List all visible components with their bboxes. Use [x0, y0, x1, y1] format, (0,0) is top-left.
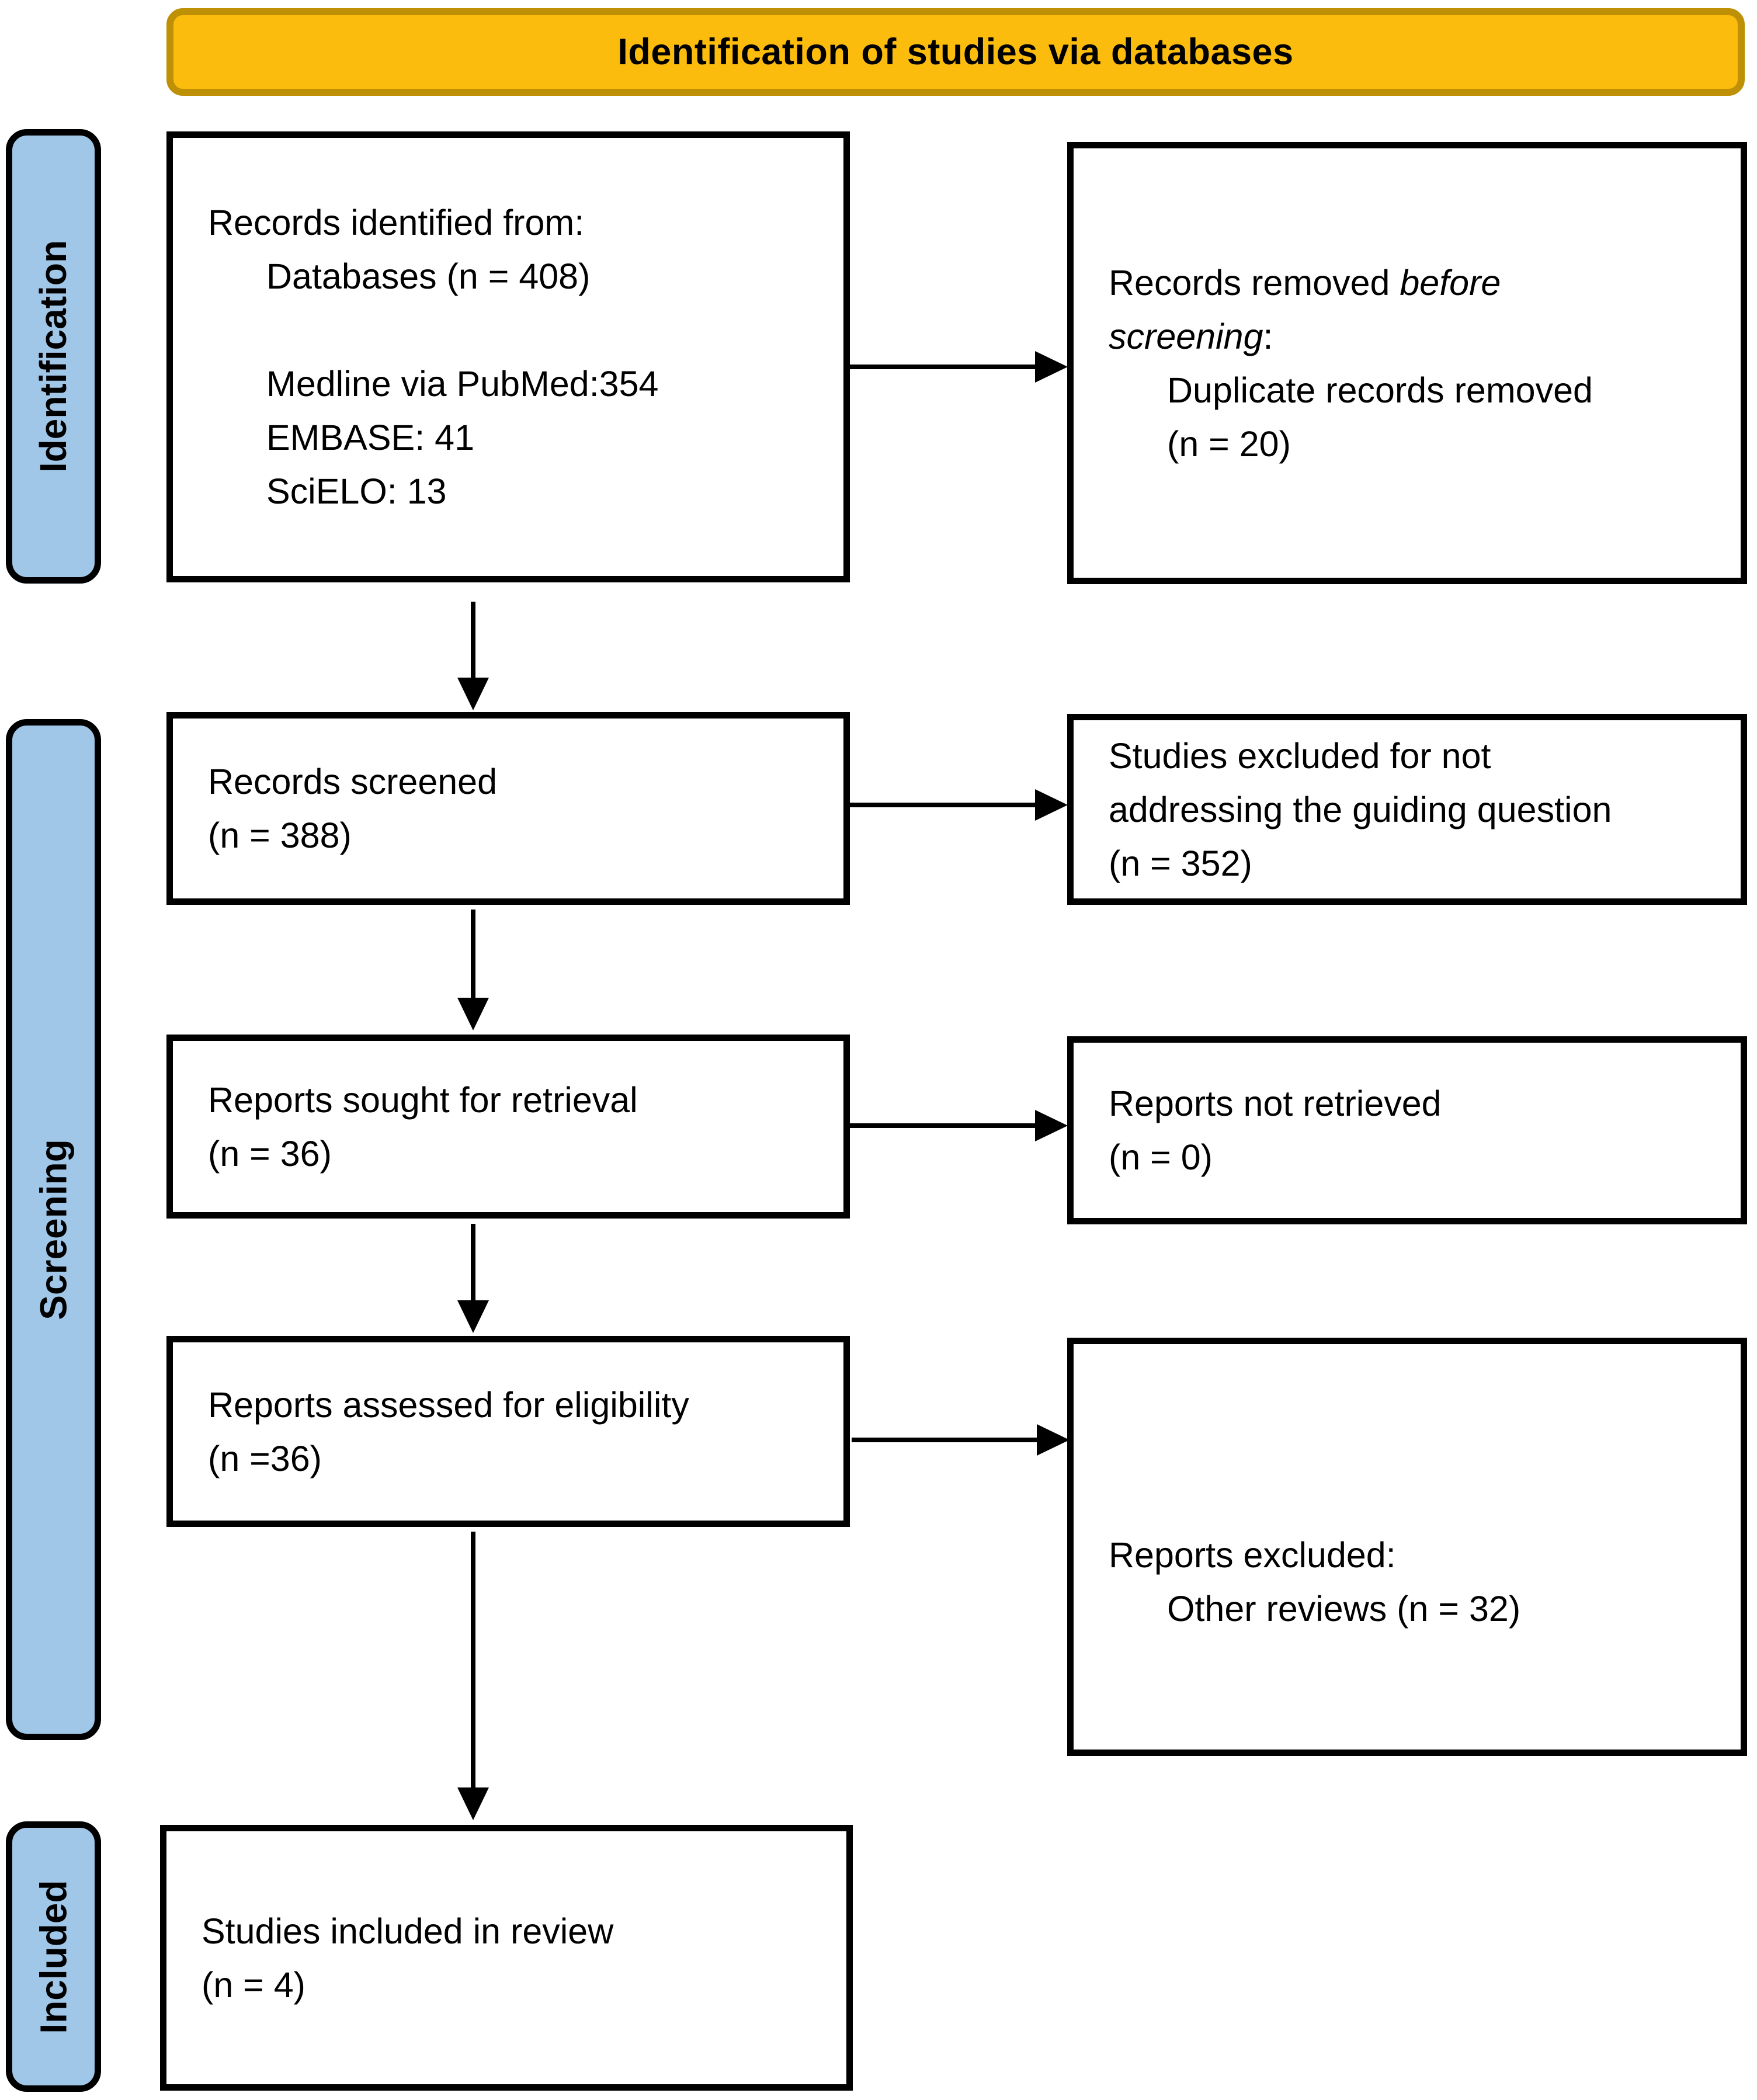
box-text-line: (n =36) — [208, 1438, 322, 1478]
arrow-head-icon — [457, 1787, 489, 1820]
phase-banner: Identification of studies via databases — [166, 8, 1745, 96]
box-text-line: Records identified from: — [208, 203, 585, 242]
arrow-head-icon — [457, 1300, 489, 1333]
box-reports-assessed-for-eligibility: Reports assessed for eligibility (n =36) — [166, 1336, 850, 1527]
arrow-head-icon — [1035, 789, 1068, 821]
box-text-line: (n = 4) — [202, 1964, 305, 2005]
arrow-head-icon — [1035, 351, 1068, 383]
box-text-line: (n = 20) — [1167, 424, 1291, 464]
box-reports-sought-for-retrieval: Reports sought for retrieval (n = 36) — [166, 1035, 850, 1219]
box-text-line: Studies excluded for not — [1109, 735, 1491, 776]
arrow-head-icon — [1037, 1424, 1070, 1456]
box-text-line: SciELO: 13 — [266, 471, 447, 511]
box-text-line: (n = 0) — [1109, 1137, 1213, 1177]
arrow-line — [850, 803, 1035, 807]
box-studies-included-in-review: Studies included in review (n = 4) — [160, 1825, 853, 2091]
arrow-line — [850, 1123, 1035, 1128]
arrow-line — [850, 365, 1035, 369]
arrow-line — [471, 1532, 475, 1789]
box-text-line: Studies included in review — [202, 1911, 614, 1951]
box-reports-excluded: Reports excluded: Other reviews (n = 32) — [1067, 1338, 1747, 1756]
stage-label-included-text: Included — [32, 1879, 75, 2034]
stage-label-identification-text: Identification — [32, 239, 75, 473]
box-records-identified: Records identified from: Databases (n = 4… — [166, 131, 850, 582]
box-text-line: (n = 352) — [1109, 843, 1252, 883]
box-text-line: Records screened — [208, 762, 498, 801]
box-text-line: screening: — [1109, 316, 1273, 356]
box-text-line: Reports not retrieved — [1109, 1084, 1442, 1123]
stage-label-screening-text: Screening — [32, 1139, 75, 1320]
box-text-line: Databases (n = 408) — [266, 256, 591, 296]
box-text-line: (n = 388) — [208, 815, 352, 855]
arrow-line — [471, 910, 475, 999]
box-studies-excluded: Studies excluded for not addressing the g… — [1067, 714, 1747, 905]
box-text-line — [208, 303, 820, 357]
box-text-line: EMBASE: 41 — [266, 418, 474, 457]
stage-label-screening: Screening — [6, 719, 101, 1740]
stage-label-included: Included — [6, 1821, 101, 2092]
arrow-line — [471, 1224, 475, 1301]
box-text-line: Reports assessed for eligibility — [208, 1384, 689, 1425]
box-text-line: Other reviews (n = 32) — [1167, 1589, 1521, 1629]
box-text-line: addressing the guiding question — [1109, 789, 1612, 829]
box-records-screened: Records screened (n = 388) — [166, 712, 850, 905]
stage-label-identification: Identification — [6, 129, 101, 584]
page-title: Identification of studies via databases — [617, 32, 1294, 72]
box-records-removed-before-screening: Records removed before screening: Duplicat… — [1067, 142, 1747, 584]
box-reports-not-retrieved: Reports not retrieved (n = 0) — [1067, 1036, 1747, 1224]
box-text-line: (n = 36) — [208, 1133, 332, 1174]
box-text-line: Reports excluded: — [1109, 1535, 1396, 1575]
arrow-head-icon — [1035, 1110, 1068, 1141]
box-text-line: Medline via PubMed:354 — [266, 364, 659, 404]
box-text-line: Reports sought for retrieval — [208, 1079, 638, 1120]
arrow-line — [852, 1438, 1037, 1442]
arrow-head-icon — [457, 998, 489, 1030]
box-text-line: Records removed before — [1109, 262, 1501, 303]
arrow-head-icon — [457, 678, 489, 710]
arrow-line — [471, 602, 475, 679]
box-text-line: Duplicate records removed — [1167, 370, 1593, 410]
